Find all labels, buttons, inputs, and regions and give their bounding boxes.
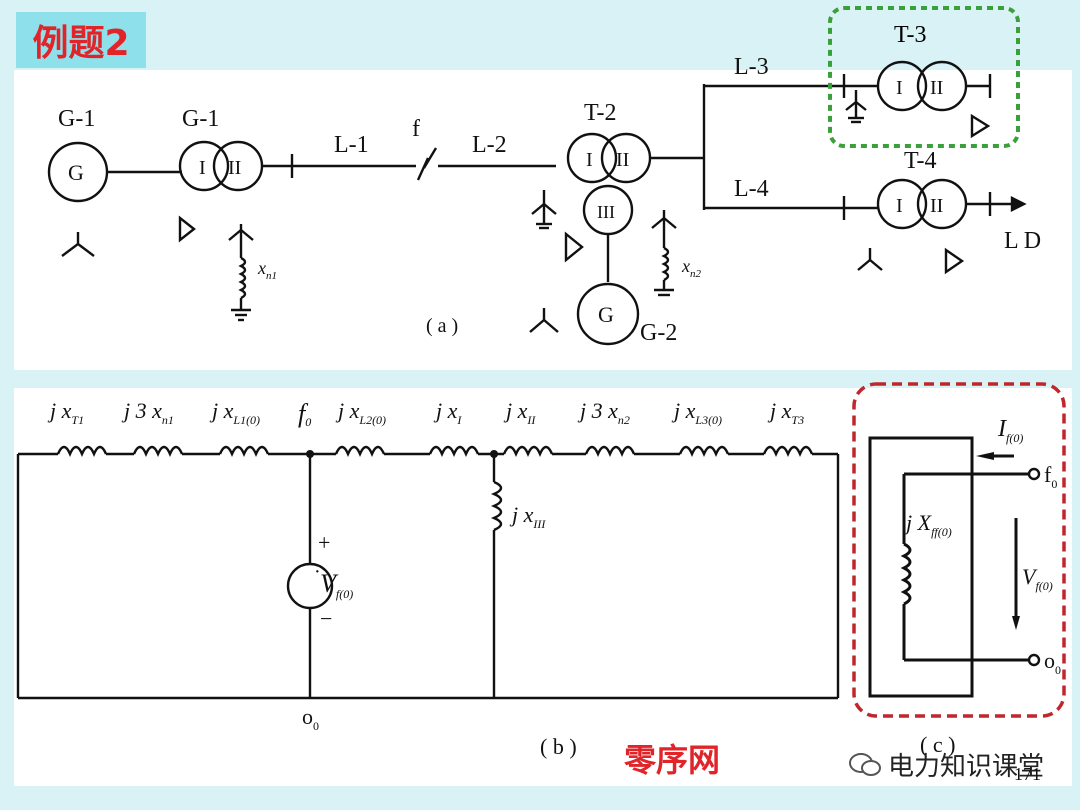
figure-a-caption: ( a ) [426, 315, 458, 337]
xn2-label: xn2 [681, 256, 702, 280]
impedance-label-t1: j xT1 [47, 398, 84, 427]
g2-label: G-2 [640, 320, 677, 346]
zero-sequence-label: 零序网 [624, 741, 721, 779]
t2-winding-2: II [616, 149, 629, 171]
t4-winding-2: II [930, 195, 943, 217]
t4-label: T-4 [904, 148, 936, 174]
impedance-label-n2: j 3 xn2 [577, 398, 630, 427]
xn1-label: xn1 [257, 258, 277, 282]
impedance-label-ii: j xII [503, 398, 536, 427]
system-diagram-panel: G-1 G G-1 I II xn1 L-1 f L-2 T-2 I II II… [14, 6, 1072, 370]
ground-node-label: o0 [302, 704, 319, 733]
source-dot: · [314, 561, 321, 583]
t2-winding-3: III [597, 202, 615, 222]
thevenin-circuit [868, 436, 1030, 698]
l1-label: L-1 [334, 132, 369, 158]
t1-winding-1: I [199, 157, 206, 179]
t1-label: G-1 [182, 106, 219, 132]
t3-highlight-box [828, 6, 1020, 148]
chat-bubble-icon [849, 752, 881, 776]
l2-label: L-2 [472, 132, 507, 158]
impedance-label-l2: j xL2(0) [335, 398, 386, 427]
thevenin-ground-terminal: o0 [1044, 648, 1061, 677]
slide-title: 例题2 [16, 12, 146, 68]
impedance-label-i: j xI [433, 398, 462, 427]
g2-symbol: G [598, 302, 614, 327]
thevenin-voltage-label: Vf(0) [1022, 564, 1053, 593]
t2-label: T-2 [584, 100, 616, 126]
source-plus: + [318, 530, 330, 555]
zero-sequence-panel: j xT1 j 3 xn1 j xL1(0) f0 j xL2(0) j xI … [14, 382, 1072, 786]
shunt-label: j xIII [509, 502, 546, 531]
watermark: 电力知识课堂 [848, 746, 1044, 783]
g1-label: G-1 [58, 106, 95, 132]
t3-label: T-3 [894, 22, 927, 48]
fault-label: f [412, 116, 420, 142]
impedance-label-l3: j xL3(0) [671, 398, 722, 427]
watermark-text: 电力知识课堂 [888, 752, 1045, 782]
t2-winding-1: I [586, 149, 593, 171]
thevenin-highlight-box [852, 382, 1066, 718]
system-one-line-diagram: G-1 G G-1 I II xn1 L-1 f L-2 T-2 I II II… [47, 6, 1041, 346]
load-label: L D [1004, 228, 1041, 254]
thevenin-reactance-label: j Xff(0) [903, 510, 952, 539]
t3-winding-1: I [896, 77, 903, 99]
thevenin-current-label: If(0) [997, 416, 1023, 445]
impedance-label-t3: j xT3 [767, 398, 804, 427]
source-label: Vf(0) [320, 569, 353, 601]
fault-node-label: f0 [298, 399, 311, 429]
source-minus: − [320, 606, 332, 631]
t1-winding-2: II [228, 157, 241, 179]
l4-label: L-4 [734, 176, 769, 202]
impedance-label-n1: j 3 xn1 [121, 398, 174, 427]
figure-b-caption: ( b ) [540, 734, 577, 759]
t4-winding-1: I [896, 195, 903, 217]
thevenin-fault-terminal: f0 [1044, 462, 1057, 491]
figure-c-caption: ( c ) [920, 732, 955, 757]
l3-label: L-3 [734, 54, 769, 80]
t3-winding-2: II [930, 77, 943, 99]
zero-sequence-network: j xT1 j 3 xn1 j xL1(0) f0 j xL2(0) j xI … [16, 382, 1066, 759]
impedance-label-l1: j xL1(0) [209, 398, 260, 427]
g1-symbol: G [68, 160, 84, 185]
page-number: 171 [1014, 764, 1041, 784]
